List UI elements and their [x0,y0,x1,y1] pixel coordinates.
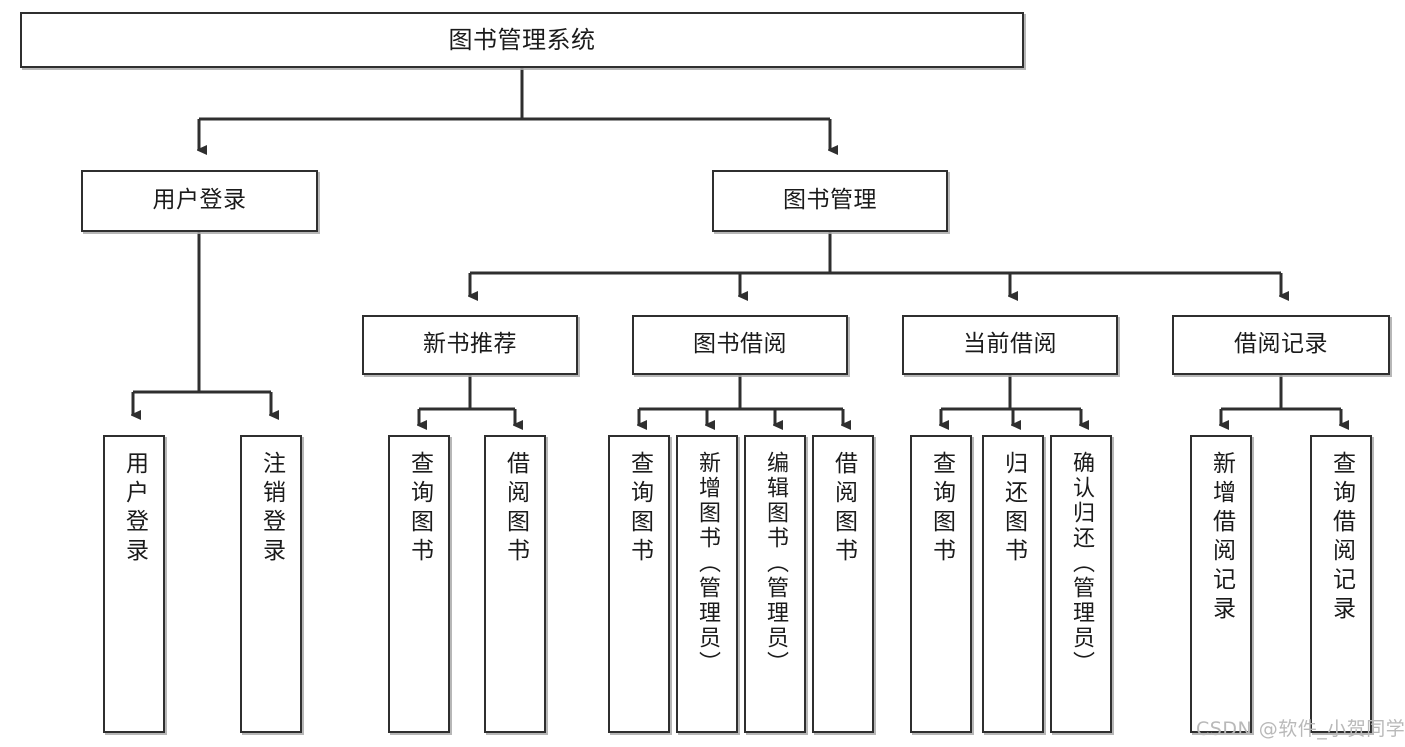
node-root[interactable]: 图书管理系统 [20,12,1024,68]
leaf-logout-label: 注销登录 [258,451,285,567]
node-user-login[interactable]: 用户登录 [81,170,318,232]
leaf-add-book-admin-label: 新增图书（管理员） [695,451,720,676]
node-book-management-label: 图书管理 [783,187,877,214]
node-new-book-recommend-label: 新书推荐 [423,331,517,358]
leaf-logout[interactable]: 注销登录 [240,435,302,733]
node-current-borrow[interactable]: 当前借阅 [902,315,1118,375]
leaf-newbooks-borrow-book[interactable]: 借阅图书 [484,435,546,733]
leaf-borrow-book[interactable]: 借阅图书 [812,435,874,733]
csdn-watermark: CSDN @软件_小贺同学 [1196,718,1405,740]
leaf-return-book[interactable]: 归还图书 [982,435,1044,733]
leaf-edit-book-admin[interactable]: 编辑图书（管理员） [744,435,806,733]
node-borrow-records[interactable]: 借阅记录 [1172,315,1390,375]
node-user-login-label: 用户登录 [152,187,247,214]
leaf-borrow-query-book[interactable]: 查询图书 [608,435,670,733]
leaf-borrow-query-book-label: 查询图书 [626,451,653,567]
leaf-confirm-return-admin[interactable]: 确认归还（管理员） [1050,435,1112,733]
leaf-query-borrow-record[interactable]: 查询借阅记录 [1310,435,1372,733]
leaf-edit-book-admin-label: 编辑图书（管理员） [763,451,788,676]
leaf-newbooks-query-book-label: 查询图书 [406,451,433,567]
leaf-add-borrow-record[interactable]: 新增借阅记录 [1190,435,1252,733]
node-book-management[interactable]: 图书管理 [712,170,948,232]
node-book-borrow-label: 图书借阅 [693,331,787,358]
leaf-add-book-admin[interactable]: 新增图书（管理员） [676,435,738,733]
leaf-add-borrow-record-label: 新增借阅记录 [1208,451,1235,625]
node-book-borrow[interactable]: 图书借阅 [632,315,848,375]
leaf-user-login[interactable]: 用户登录 [103,435,165,733]
node-current-borrow-label: 当前借阅 [963,331,1057,358]
leaf-user-login-label: 用户登录 [121,451,148,567]
leaf-newbooks-borrow-book-label: 借阅图书 [502,451,529,567]
leaf-current-query-book-label: 查询图书 [928,451,955,567]
leaf-current-query-book[interactable]: 查询图书 [910,435,972,733]
node-borrow-records-label: 借阅记录 [1234,331,1328,358]
node-root-label: 图书管理系统 [448,25,596,54]
leaf-newbooks-query-book[interactable]: 查询图书 [388,435,450,733]
node-new-book-recommend[interactable]: 新书推荐 [362,315,578,375]
leaf-confirm-return-admin-label: 确认归还（管理员） [1069,451,1094,676]
leaf-query-borrow-record-label: 查询借阅记录 [1328,451,1355,625]
leaf-borrow-book-label: 借阅图书 [830,451,857,567]
leaf-return-book-label: 归还图书 [1000,451,1027,567]
